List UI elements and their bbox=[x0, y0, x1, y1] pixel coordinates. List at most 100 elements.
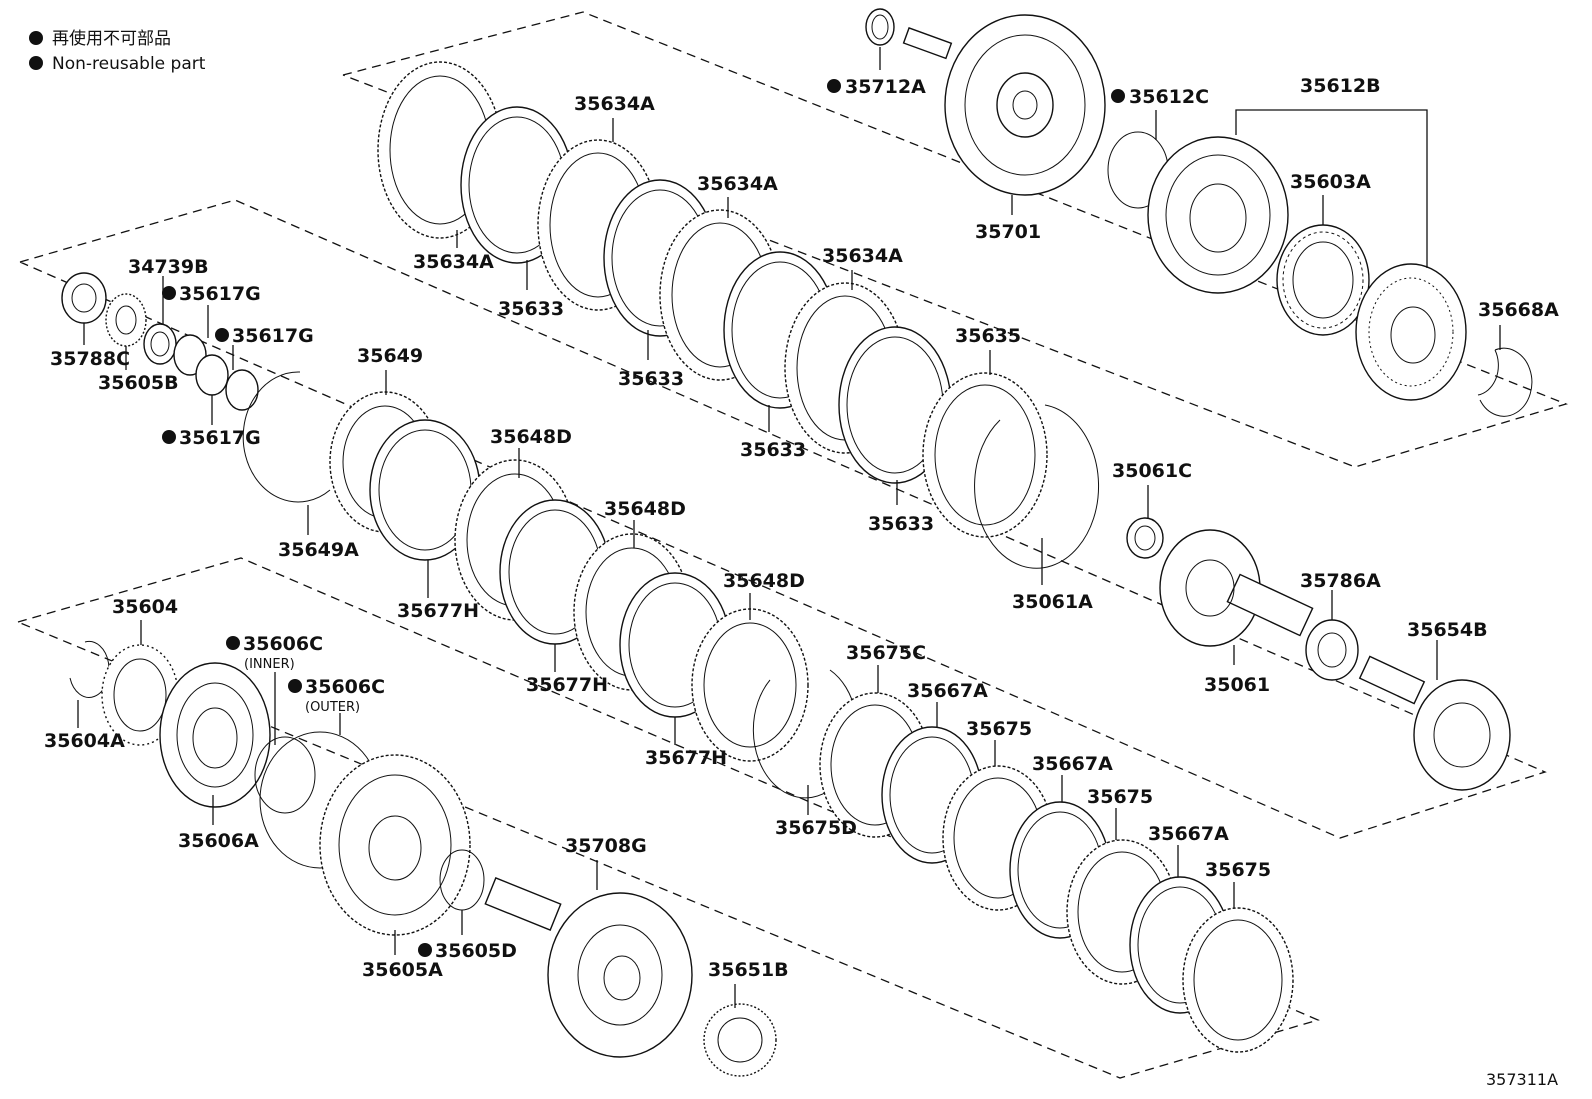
label-35604: 35604 bbox=[112, 596, 178, 618]
non-reusable-dot-icon bbox=[29, 31, 43, 45]
label-35649A: 35649A bbox=[278, 539, 359, 561]
lower-parts bbox=[69, 640, 777, 1077]
label-35675: 35675 bbox=[966, 718, 1032, 740]
label-35651B: 35651B bbox=[708, 959, 789, 981]
label-35605D: 35605D bbox=[435, 940, 517, 962]
label-35605A: 35605A bbox=[362, 959, 443, 981]
label-35606C-outer: 35606C bbox=[305, 676, 385, 698]
label-35606A: 35606A bbox=[178, 830, 259, 852]
part-35649A-snapring bbox=[242, 371, 331, 503]
label-34739B: 34739B bbox=[128, 256, 209, 278]
part-34739B-ring bbox=[143, 323, 177, 365]
non-reusable-dot-icon bbox=[226, 636, 240, 650]
label-35649: 35649 bbox=[357, 345, 423, 367]
label-35061A: 35061A bbox=[1012, 591, 1093, 613]
non-reusable-dot-icon bbox=[215, 328, 229, 342]
label-35668A: 35668A bbox=[1478, 299, 1559, 321]
part-35061A-snapring bbox=[974, 404, 1100, 569]
part-35786A-ring bbox=[1305, 619, 1359, 681]
part-35651B-bearing bbox=[703, 1003, 777, 1077]
part-35635-disc bbox=[922, 372, 1048, 538]
legend: 再使用不可部品 Non-reusable part bbox=[29, 28, 206, 74]
label-35667A: 35667A bbox=[1032, 753, 1113, 775]
figure-id: 357311A bbox=[1486, 1070, 1558, 1089]
label-35606C-inner: 35606C bbox=[243, 633, 323, 655]
non-reusable-marks bbox=[162, 79, 1125, 957]
non-reusable-dot-icon bbox=[29, 56, 43, 70]
part-35708G-hub bbox=[484, 876, 693, 1058]
part-35605B-bearing bbox=[105, 293, 147, 347]
non-reusable-dot-icon bbox=[162, 430, 176, 444]
part-35675-disc bbox=[1182, 907, 1294, 1053]
middle-parts bbox=[61, 272, 1294, 1053]
label-35648D: 35648D bbox=[490, 426, 572, 448]
label-35061C: 35061C bbox=[1112, 460, 1192, 482]
label-35617G: 35617G bbox=[179, 427, 261, 449]
label-outer: (OUTER) bbox=[305, 700, 360, 715]
label-35677H: 35677H bbox=[526, 674, 608, 696]
part-35603A-spring bbox=[1276, 224, 1370, 336]
lower-group-boundary bbox=[17, 557, 1320, 1079]
label-35633: 35633 bbox=[498, 298, 564, 320]
part-35788C-washer bbox=[61, 272, 107, 324]
part-35605A-drum bbox=[319, 754, 471, 936]
part-35617G-seal bbox=[225, 369, 259, 411]
part-35606C-inner-oring bbox=[254, 736, 316, 814]
label-35617G: 35617G bbox=[179, 283, 261, 305]
label-35633: 35633 bbox=[868, 513, 934, 535]
label-35612C: 35612C bbox=[1129, 86, 1209, 108]
non-reusable-dot-icon bbox=[1111, 89, 1125, 103]
label-35634A: 35634A bbox=[697, 173, 778, 195]
non-reusable-dot-icon bbox=[288, 679, 302, 693]
non-reusable-dot-icon bbox=[827, 79, 841, 93]
part-35712A-ring-inner bbox=[871, 14, 889, 40]
upper-clutch-stack bbox=[377, 61, 1100, 569]
label-35604A: 35604A bbox=[44, 730, 125, 752]
label-inner: (INNER) bbox=[244, 657, 295, 672]
non-reusable-dot-icon bbox=[162, 286, 176, 300]
label-35712A: 35712A bbox=[845, 76, 926, 98]
label-35677H: 35677H bbox=[397, 600, 479, 622]
leader-lines bbox=[77, 47, 1501, 1008]
part-35061C-bush bbox=[1126, 517, 1164, 559]
label-35605B: 35605B bbox=[98, 372, 179, 394]
label-35617G: 35617G bbox=[232, 325, 314, 347]
label-35675: 35675 bbox=[1205, 859, 1271, 881]
legend-english: Non-reusable part bbox=[52, 54, 206, 74]
label-35788C: 35788C bbox=[50, 348, 130, 370]
label-35708G: 35708G bbox=[565, 835, 647, 857]
part-35612B-hub bbox=[1355, 263, 1467, 401]
part-35061-hub bbox=[1159, 529, 1314, 647]
label-35061: 35061 bbox=[1204, 674, 1270, 696]
label-35633: 35633 bbox=[740, 439, 806, 461]
upper-parts bbox=[377, 8, 1533, 791]
label-35634A: 35634A bbox=[574, 93, 655, 115]
label-35675C: 35675C bbox=[846, 642, 926, 664]
label-35675D: 35675D bbox=[775, 817, 857, 839]
label-35667A: 35667A bbox=[1148, 823, 1229, 845]
part-35617G-seal bbox=[195, 354, 229, 396]
label-35675: 35675 bbox=[1087, 786, 1153, 808]
part-35701-drum bbox=[902, 14, 1106, 196]
part-35648D-disc bbox=[691, 608, 809, 762]
non-reusable-dot-icon bbox=[418, 943, 432, 957]
label-35635: 35635 bbox=[955, 325, 1021, 347]
label-35612B: 35612B bbox=[1300, 75, 1381, 97]
label-35648D: 35648D bbox=[723, 570, 805, 592]
label-35667A: 35667A bbox=[907, 680, 988, 702]
label-35677H: 35677H bbox=[645, 747, 727, 769]
label-35648D: 35648D bbox=[604, 498, 686, 520]
part-35654B-hub bbox=[1358, 655, 1511, 791]
part-35668A-snapring bbox=[1477, 347, 1533, 417]
label-35701: 35701 bbox=[975, 221, 1041, 243]
part-35612B-piston bbox=[1147, 136, 1289, 294]
label-35603A: 35603A bbox=[1290, 171, 1371, 193]
group-boundaries bbox=[17, 11, 1568, 1079]
label-35654B: 35654B bbox=[1407, 619, 1488, 641]
upper-group-boundary bbox=[342, 11, 1568, 468]
label-35633: 35633 bbox=[618, 368, 684, 390]
part-35712A-ring bbox=[865, 8, 895, 46]
label-35634A: 35634A bbox=[822, 245, 903, 267]
part-labels: 35712A 35701 35612C 35612B 35603A 35668A… bbox=[44, 75, 1559, 981]
